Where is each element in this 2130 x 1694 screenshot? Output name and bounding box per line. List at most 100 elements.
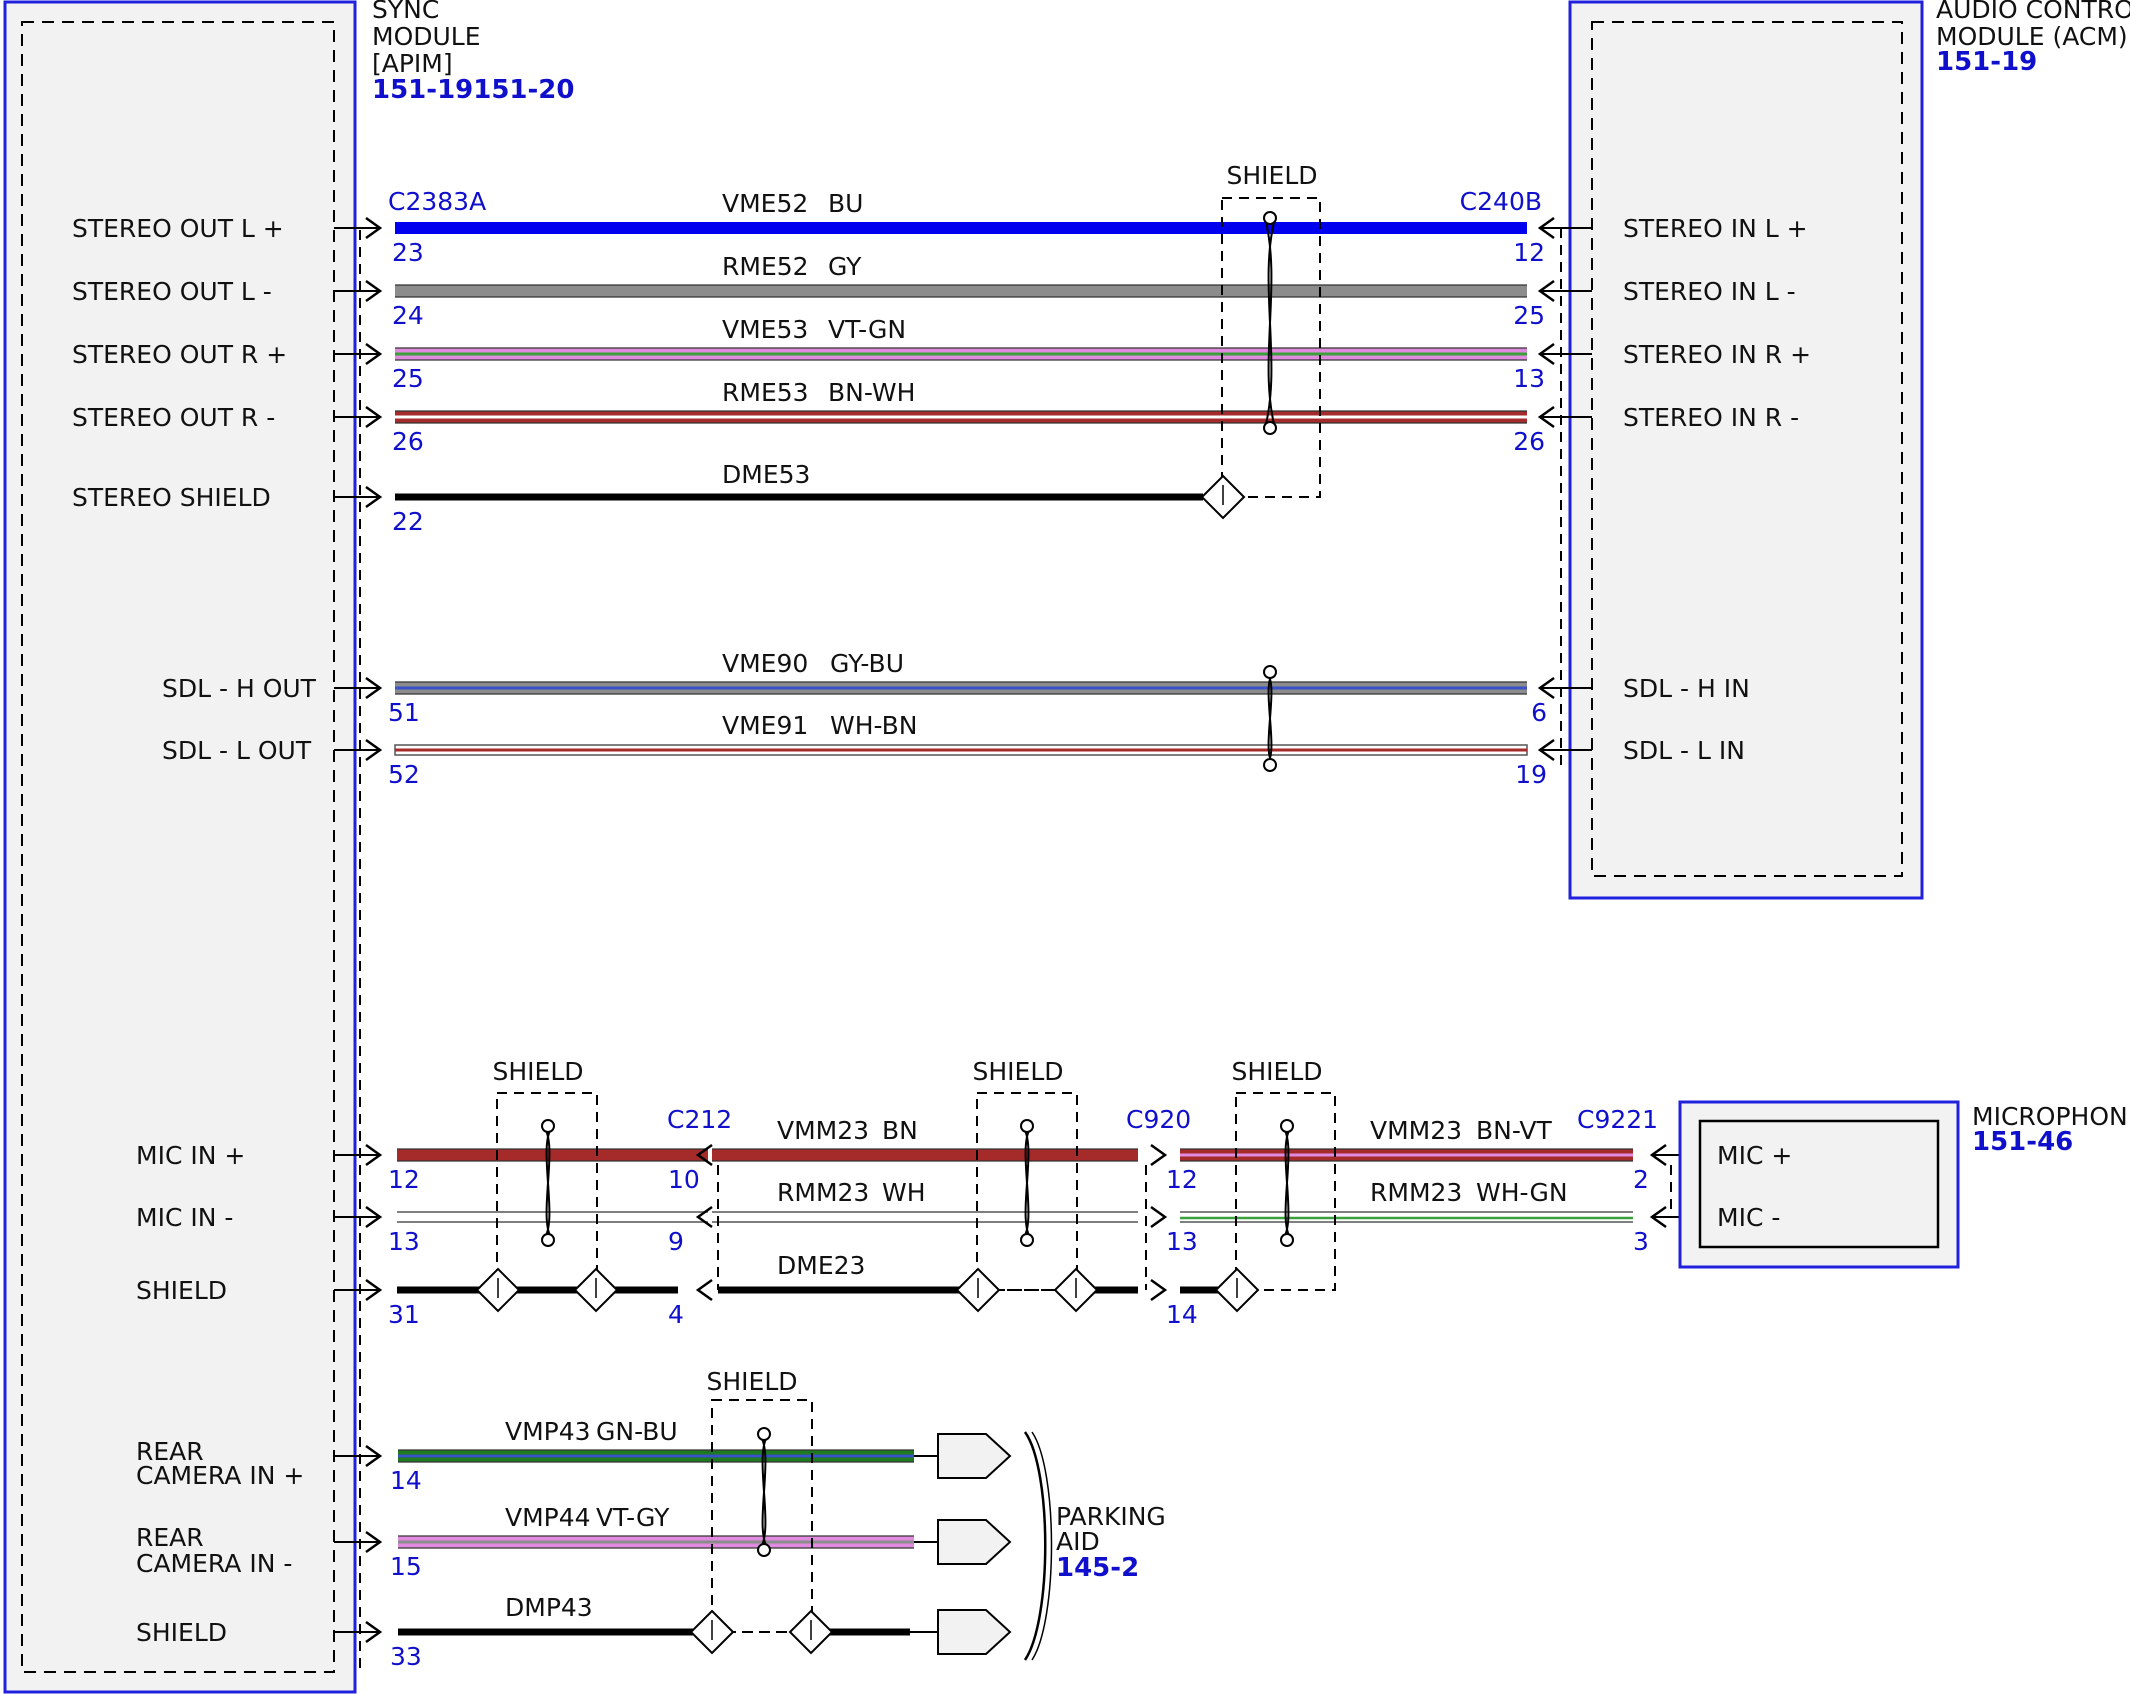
mic-shield-3-box — [1235, 1092, 1336, 1291]
wire-circuit-label: VME91 — [722, 711, 808, 740]
sync-pin-label: REAR — [136, 1437, 204, 1466]
sync-pin-number: 25 — [392, 364, 424, 393]
mic-shield-1-label: SHIELD — [492, 1057, 583, 1086]
c920-pin-arrow — [1150, 1278, 1168, 1302]
c212-pin-arrow-head — [695, 1278, 713, 1302]
acm-pin-arrow — [1537, 738, 1555, 762]
camera-twist — [757, 1427, 771, 1557]
wire-circuit-label: VMP44 — [505, 1503, 591, 1532]
mic-twist-3 — [1280, 1119, 1294, 1247]
wire-circuit-label: VME52 — [722, 189, 808, 218]
camera-twist-b — [758, 1433, 770, 1551]
wire-circuit-label: VMM23 — [777, 1116, 869, 1145]
c212-pin-arrow-head — [695, 1205, 713, 1229]
mic-seg3-wire-plus — [1180, 1148, 1633, 1162]
mic-twist-1 — [541, 1119, 555, 1247]
sync-pin-label: MIC IN - — [136, 1203, 233, 1232]
stereo-wire-rme52-body — [395, 285, 1527, 297]
sync-pin-arrow — [365, 342, 383, 366]
mic-seg1-wire-minus — [397, 1211, 708, 1223]
sync-pin-number: 12 — [388, 1165, 420, 1194]
acm-module-box — [1568, 0, 1924, 900]
mic-twist-2 — [1020, 1119, 1034, 1247]
acm-pin-number: 12 — [1513, 238, 1545, 267]
acm-module-inner — [1591, 21, 1903, 877]
c212-pin-number: 4 — [668, 1300, 684, 1329]
wire-color-label: WH-BN — [830, 711, 918, 740]
stereo-wire-rme53 — [395, 410, 1527, 424]
c920-pin-number: 12 — [1166, 1165, 1198, 1194]
camera-connector-shape — [937, 1519, 1012, 1565]
c920-pin-arrow — [1150, 1205, 1168, 1229]
sync-pin-label: SDL - H OUT — [162, 674, 317, 703]
c920-pin-number: 13 — [1166, 1227, 1198, 1256]
wire-color-label: VT-GY — [596, 1503, 670, 1532]
sync-pin-arrow-head — [365, 1620, 383, 1644]
stereo-wire-rme52 — [395, 284, 1527, 298]
wire-color-label: WH-GN — [1476, 1178, 1568, 1207]
acm-pin-arrow — [1537, 676, 1555, 700]
wire-circuit-label: VME53 — [722, 315, 808, 344]
stereo-shield-box — [1221, 197, 1321, 498]
parking-aid-brace-inner — [1031, 1431, 1053, 1661]
sync-pin-label: STEREO SHIELD — [72, 483, 271, 512]
camera-connector-shape — [937, 1433, 1012, 1479]
stereo-shield: SHIELD — [1221, 161, 1321, 498]
wire-circuit-label: RMM23 — [1370, 1178, 1462, 1207]
sdl-twist-bottom-eye — [1263, 758, 1277, 772]
wire-circuit-label: RMM23 — [777, 1178, 869, 1207]
wire-circuit-label: VMP43 — [505, 1417, 591, 1446]
sync-pin-label: STEREO OUT L + — [72, 214, 284, 243]
sync-pin-arrow — [365, 1278, 383, 1302]
mic-seg1-drain-b — [573, 1267, 619, 1313]
acm-pin-arrow-head — [1537, 216, 1555, 240]
acm-pin-arrow — [1537, 342, 1555, 366]
acm-pin-label: STEREO IN L - — [1623, 277, 1796, 306]
sync-module-name: [APIM] — [372, 49, 453, 78]
acm-pin-arrow-head — [1537, 279, 1555, 303]
wire-circuit-label: VMM23 — [1370, 1116, 1462, 1145]
wire-color-label: BN-VT — [1476, 1116, 1553, 1145]
stereo-wire-vme53 — [395, 347, 1527, 361]
sync-pin-label: SHIELD — [136, 1276, 227, 1305]
acm-module-ref: 151-19 — [1936, 47, 2037, 77]
mic-twist-2-b — [1021, 1125, 1033, 1241]
acm-pin-arrow-head — [1537, 405, 1555, 429]
sync-pin-number: 24 — [392, 301, 424, 330]
sync-pin-arrow-head — [365, 1444, 383, 1468]
sync-pin-arrow — [365, 279, 383, 303]
mic-twist-1-b — [542, 1125, 554, 1241]
mic-shield-1: SHIELD — [492, 1057, 598, 1291]
camera-wire-vmp44 — [398, 1535, 914, 1549]
camera-shield-label: SHIELD — [706, 1367, 797, 1396]
sync-pin-number: 13 — [388, 1227, 420, 1256]
sync-pin-arrow-head — [365, 676, 383, 700]
mic-twist-3-bottom-eye — [1280, 1233, 1294, 1247]
sync-pin-arrow-head — [365, 1205, 383, 1229]
acm-pin-number: 19 — [1515, 760, 1547, 789]
sync-module-name: MODULE — [372, 22, 481, 51]
c212-pin-arrow — [695, 1143, 713, 1167]
acm-pin-number: 6 — [1531, 698, 1547, 727]
wire-circuit-label: VME90 — [722, 649, 808, 678]
parking-aid-brace — [1023, 1431, 1047, 1661]
mic-twist-1-bottom-eye — [541, 1233, 555, 1247]
sync-pin-number: 15 — [390, 1552, 422, 1581]
sync-module-name: SYNC — [372, 0, 439, 24]
sync-pin-arrow — [365, 676, 383, 700]
wire-circuit-label: DME23 — [777, 1251, 865, 1280]
sync-pin-arrow-head — [365, 738, 383, 762]
sync-pin-arrow-head — [365, 405, 383, 429]
acm-module-name: AUDIO CONTROL — [1936, 0, 2130, 24]
sync-pin-arrow-head — [365, 485, 383, 509]
sync-pin-label: SDL - L OUT — [162, 736, 312, 765]
sync-pin-number: 52 — [388, 760, 420, 789]
c212-pin-arrow — [695, 1205, 713, 1229]
sdl-twist — [1263, 665, 1277, 772]
parking-aid-name: AID — [1056, 1527, 1100, 1556]
connector-c920-label: C920 — [1126, 1105, 1191, 1134]
sync-pin-number: 51 — [388, 698, 420, 727]
sync-pin-arrow — [365, 738, 383, 762]
camera-twist-bottom-eye — [757, 1543, 771, 1557]
